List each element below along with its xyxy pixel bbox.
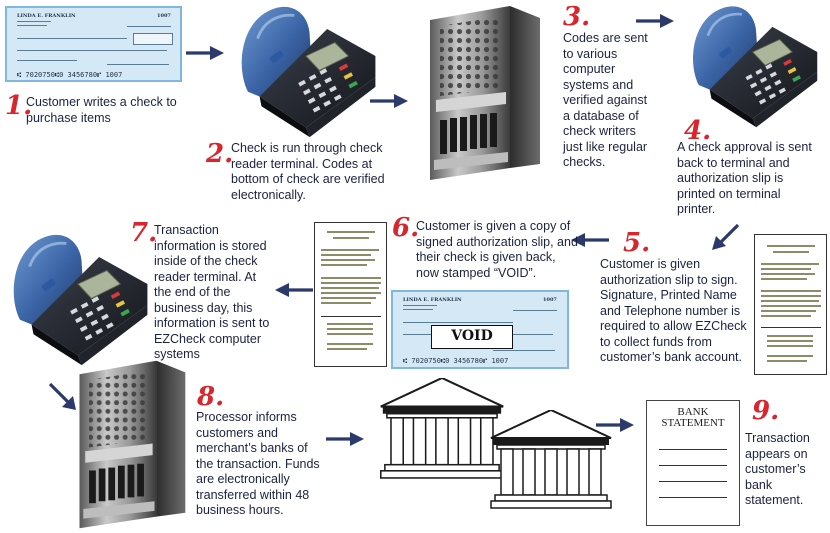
step-2-number: 2.	[206, 139, 234, 169]
statement-title-line2: STATEMENT	[661, 417, 725, 429]
authorization-slip-icon	[314, 222, 387, 367]
step-9-number: 9.	[752, 396, 780, 426]
arrow-2-to-3	[370, 94, 410, 110]
check-micr-line: ⑆ 7020750⑆0 3456780⑈ 1007	[403, 357, 509, 365]
arrow-7-to-8	[48, 382, 76, 410]
server-tower-icon	[79, 360, 186, 529]
step-7-text: Transaction information is stored inside…	[154, 223, 270, 361]
check-micr-line: ⑆ 7020750⑆0 3456780⑈ 1007	[17, 71, 123, 79]
step-8-number: 8.	[197, 382, 225, 412]
arrow-banks-to-statement	[596, 418, 636, 434]
statement-title-line1: BANK	[677, 406, 709, 418]
step-1-number: 1.	[5, 91, 33, 121]
check-reader-terminal-icon	[12, 233, 149, 367]
check-reader-terminal-icon	[240, 5, 377, 139]
step-5-number: 5.	[623, 228, 651, 258]
voided-check-image: LINDA E. FRANKLIN 1007 ⑆ 7020750⑆0 34567…	[391, 290, 569, 369]
check-number: 1007	[543, 297, 557, 303]
arrow-6-to-7	[275, 283, 315, 299]
step-6-text: Customer is given a copy of signed autho…	[416, 219, 578, 280]
check-holder-name: LINDA E. FRANKLIN	[403, 297, 462, 303]
step-7-number: 7.	[130, 218, 158, 248]
check-holder-name: LINDA E. FRANKLIN	[17, 13, 76, 19]
check-number: 1007	[157, 13, 171, 19]
step-1-text: Customer writes a check to purchase item…	[26, 95, 177, 125]
arrow-4-to-5	[712, 223, 740, 250]
step-3-number: 3.	[563, 2, 591, 32]
step-5-text: Customer is given authorization slip to …	[600, 257, 747, 364]
step-3-text: Codes are sent to various computer syste…	[563, 31, 648, 169]
arrow-3-to-4	[636, 14, 676, 30]
check-reader-terminal-icon	[691, 5, 819, 129]
arrow-1-to-2	[186, 46, 226, 62]
step-8-text: Processor informs customers and merchant…	[196, 410, 320, 517]
step-2-text: Check is run through check reader termin…	[231, 141, 385, 202]
arrow-8-to-banks	[326, 432, 366, 448]
step-6-number: 6.	[392, 213, 420, 243]
server-tower-icon	[430, 6, 540, 180]
step-9-text: Transaction appears on customer’s bank s…	[745, 431, 810, 507]
step-4-number: 4.	[684, 116, 712, 146]
authorization-slip-icon	[754, 234, 827, 375]
step-4-text: A check approval is sent back to termina…	[677, 140, 812, 216]
personal-check-image: LINDA E. FRANKLIN 1007 ⑆ 7020750⑆0 34567…	[5, 6, 182, 82]
void-stamp: VOID	[431, 325, 513, 349]
